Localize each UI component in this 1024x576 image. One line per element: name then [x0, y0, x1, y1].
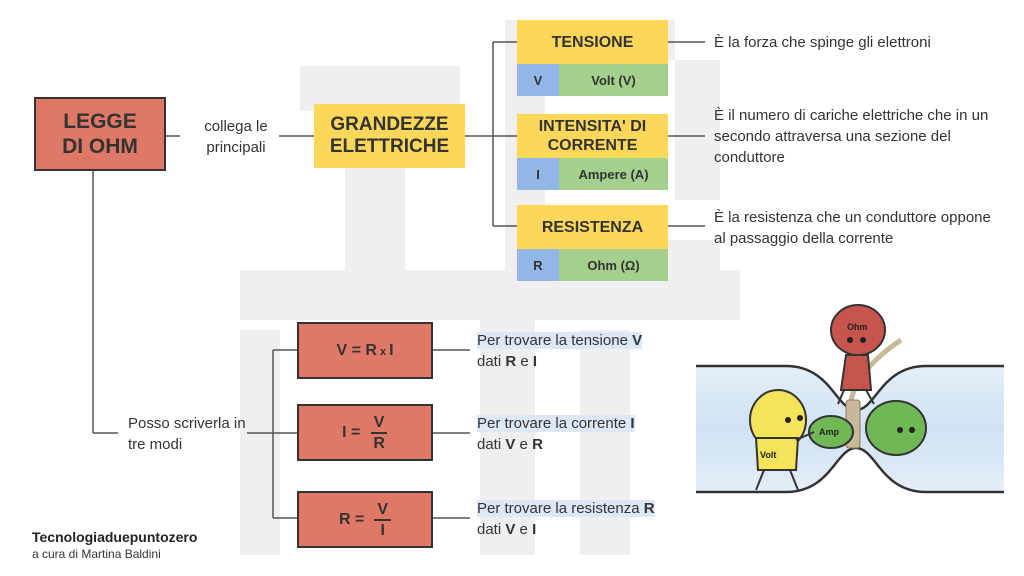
quantity-symbol: I: [517, 158, 559, 190]
electron-character-icon: [865, 400, 927, 456]
ohm-label: Ohm: [847, 322, 868, 332]
formula-resistenza-description: Per trovare la resistenza R dati V e I: [477, 500, 655, 538]
formula-lhs: I =: [342, 423, 361, 441]
grandezze-elettriche-title: GRANDEZZE ELETTRICHE: [329, 114, 450, 157]
formula-tensione-description: Per trovare la tensione V dati R e I: [477, 332, 643, 370]
formula-lhs: V = R: [336, 341, 377, 359]
quantity-name: INTENSITA' DI CORRENTE: [517, 114, 668, 158]
amp-character-icon: [808, 415, 854, 449]
quantity-description: È la forza che spinge gli elettroni: [714, 34, 931, 51]
modes-label: Posso scriverla in tre modi: [128, 415, 246, 453]
quantity-symbol: R: [517, 249, 559, 281]
legge-di-ohm-node: LEGGE DI OHM: [34, 97, 166, 171]
quantity-symbol: V: [517, 64, 559, 96]
quantity-name: RESISTENZA: [517, 205, 668, 249]
amp-label: Amp: [819, 427, 840, 437]
quantity-unit: Ampere (A): [559, 158, 668, 190]
formula-corrente-description: Per trovare la corrente I dati V e R: [477, 415, 635, 453]
formula-rhs: I: [389, 341, 394, 359]
formula-lhs: R =: [338, 510, 365, 528]
quantity-unit: Volt (V): [559, 64, 668, 96]
quantity-description: È la resistenza che un conduttore oppone…: [714, 209, 991, 247]
legge-di-ohm-title: LEGGE DI OHM: [62, 110, 138, 158]
quantity-name: TENSIONE: [517, 20, 668, 64]
author-credit: a cura di Martina Baldini: [32, 547, 161, 561]
connector-label: collega le principali: [204, 118, 268, 156]
volt-label: Volt: [760, 450, 776, 460]
times-sign: x: [379, 345, 387, 358]
brand-name: Tecnologiaduepuntozero: [32, 529, 198, 545]
ohm-law-illustration: Ohm Amp Volt: [696, 304, 1004, 494]
ohm-character-icon: [830, 304, 886, 405]
quantity-unit: Ohm (Ω): [559, 249, 668, 281]
quantity-description: È il numero di cariche elettriche che in…: [714, 107, 989, 166]
volt-character-icon: [749, 389, 815, 491]
grandezze-elettriche-node: GRANDEZZE ELETTRICHE: [314, 104, 465, 168]
